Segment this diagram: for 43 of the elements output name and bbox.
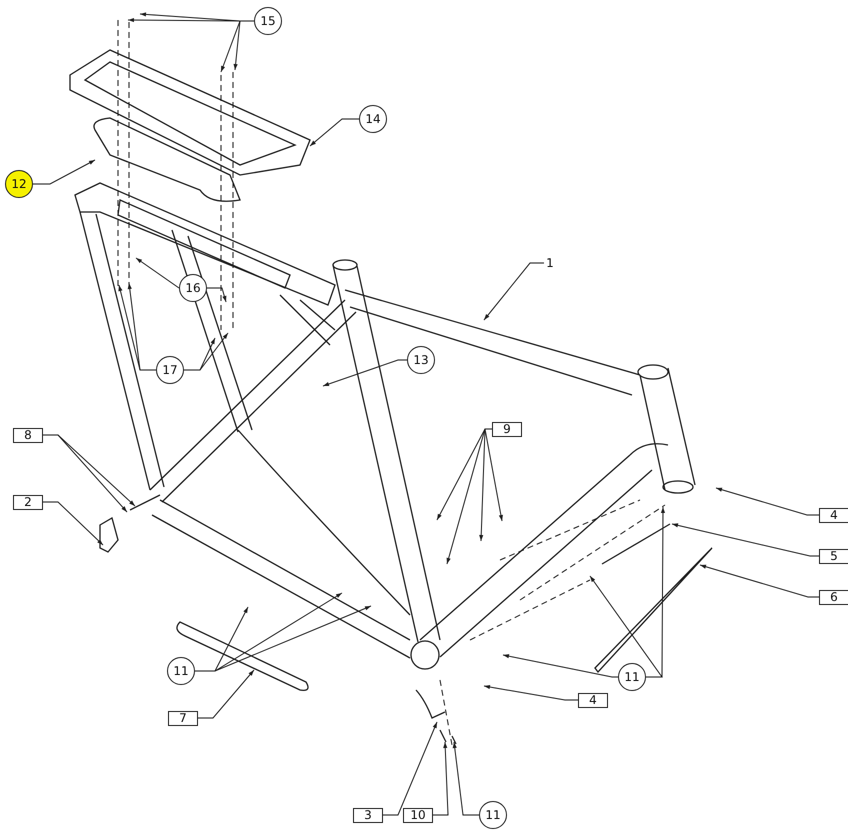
callout-number: 11 [479, 801, 507, 829]
leader-line [184, 332, 228, 370]
leader-line [42, 502, 104, 546]
callout-number: 12 [5, 170, 33, 198]
leader-line [234, 20, 254, 70]
callout-number: 10 [403, 808, 433, 822]
callout-number: 4 [578, 692, 608, 708]
leader-line [32, 160, 96, 184]
leader-line [206, 288, 226, 302]
leader-line [128, 282, 156, 370]
callout-number: 16 [179, 274, 207, 302]
leader-line [700, 564, 820, 598]
callout-number: 8 [13, 428, 43, 442]
leader-line [484, 262, 544, 320]
callout-number: 11 [167, 657, 195, 685]
leader-line [502, 654, 618, 678]
leader-line [322, 360, 408, 386]
leader-line [484, 428, 503, 522]
callout-number: 6 [819, 590, 848, 604]
callout-number: 11 [618, 663, 646, 691]
leader-line [716, 488, 820, 516]
leader-line [452, 742, 480, 816]
leader-line [432, 742, 449, 816]
callout-number: 2 [13, 494, 43, 510]
leader-line [672, 523, 820, 556]
leader-line [484, 684, 578, 700]
callout-number: 5 [819, 548, 848, 564]
callout-number: 17 [156, 356, 184, 384]
callout-number: 9 [492, 422, 522, 436]
callout-number: 13 [407, 346, 435, 374]
leader-line [136, 258, 180, 288]
callout-number: 3 [353, 808, 383, 822]
leader-line [310, 118, 360, 146]
leader-line [198, 670, 254, 718]
leader-line [590, 576, 663, 678]
leader-line [42, 434, 136, 506]
callout-number: 7 [168, 710, 198, 726]
callout-number: 4 [819, 508, 848, 522]
callout-number: 14 [359, 105, 387, 133]
callout-number: 15 [254, 7, 282, 35]
leader-line [194, 606, 372, 672]
callout-number: 1 [544, 256, 556, 270]
leader-line [382, 722, 438, 816]
